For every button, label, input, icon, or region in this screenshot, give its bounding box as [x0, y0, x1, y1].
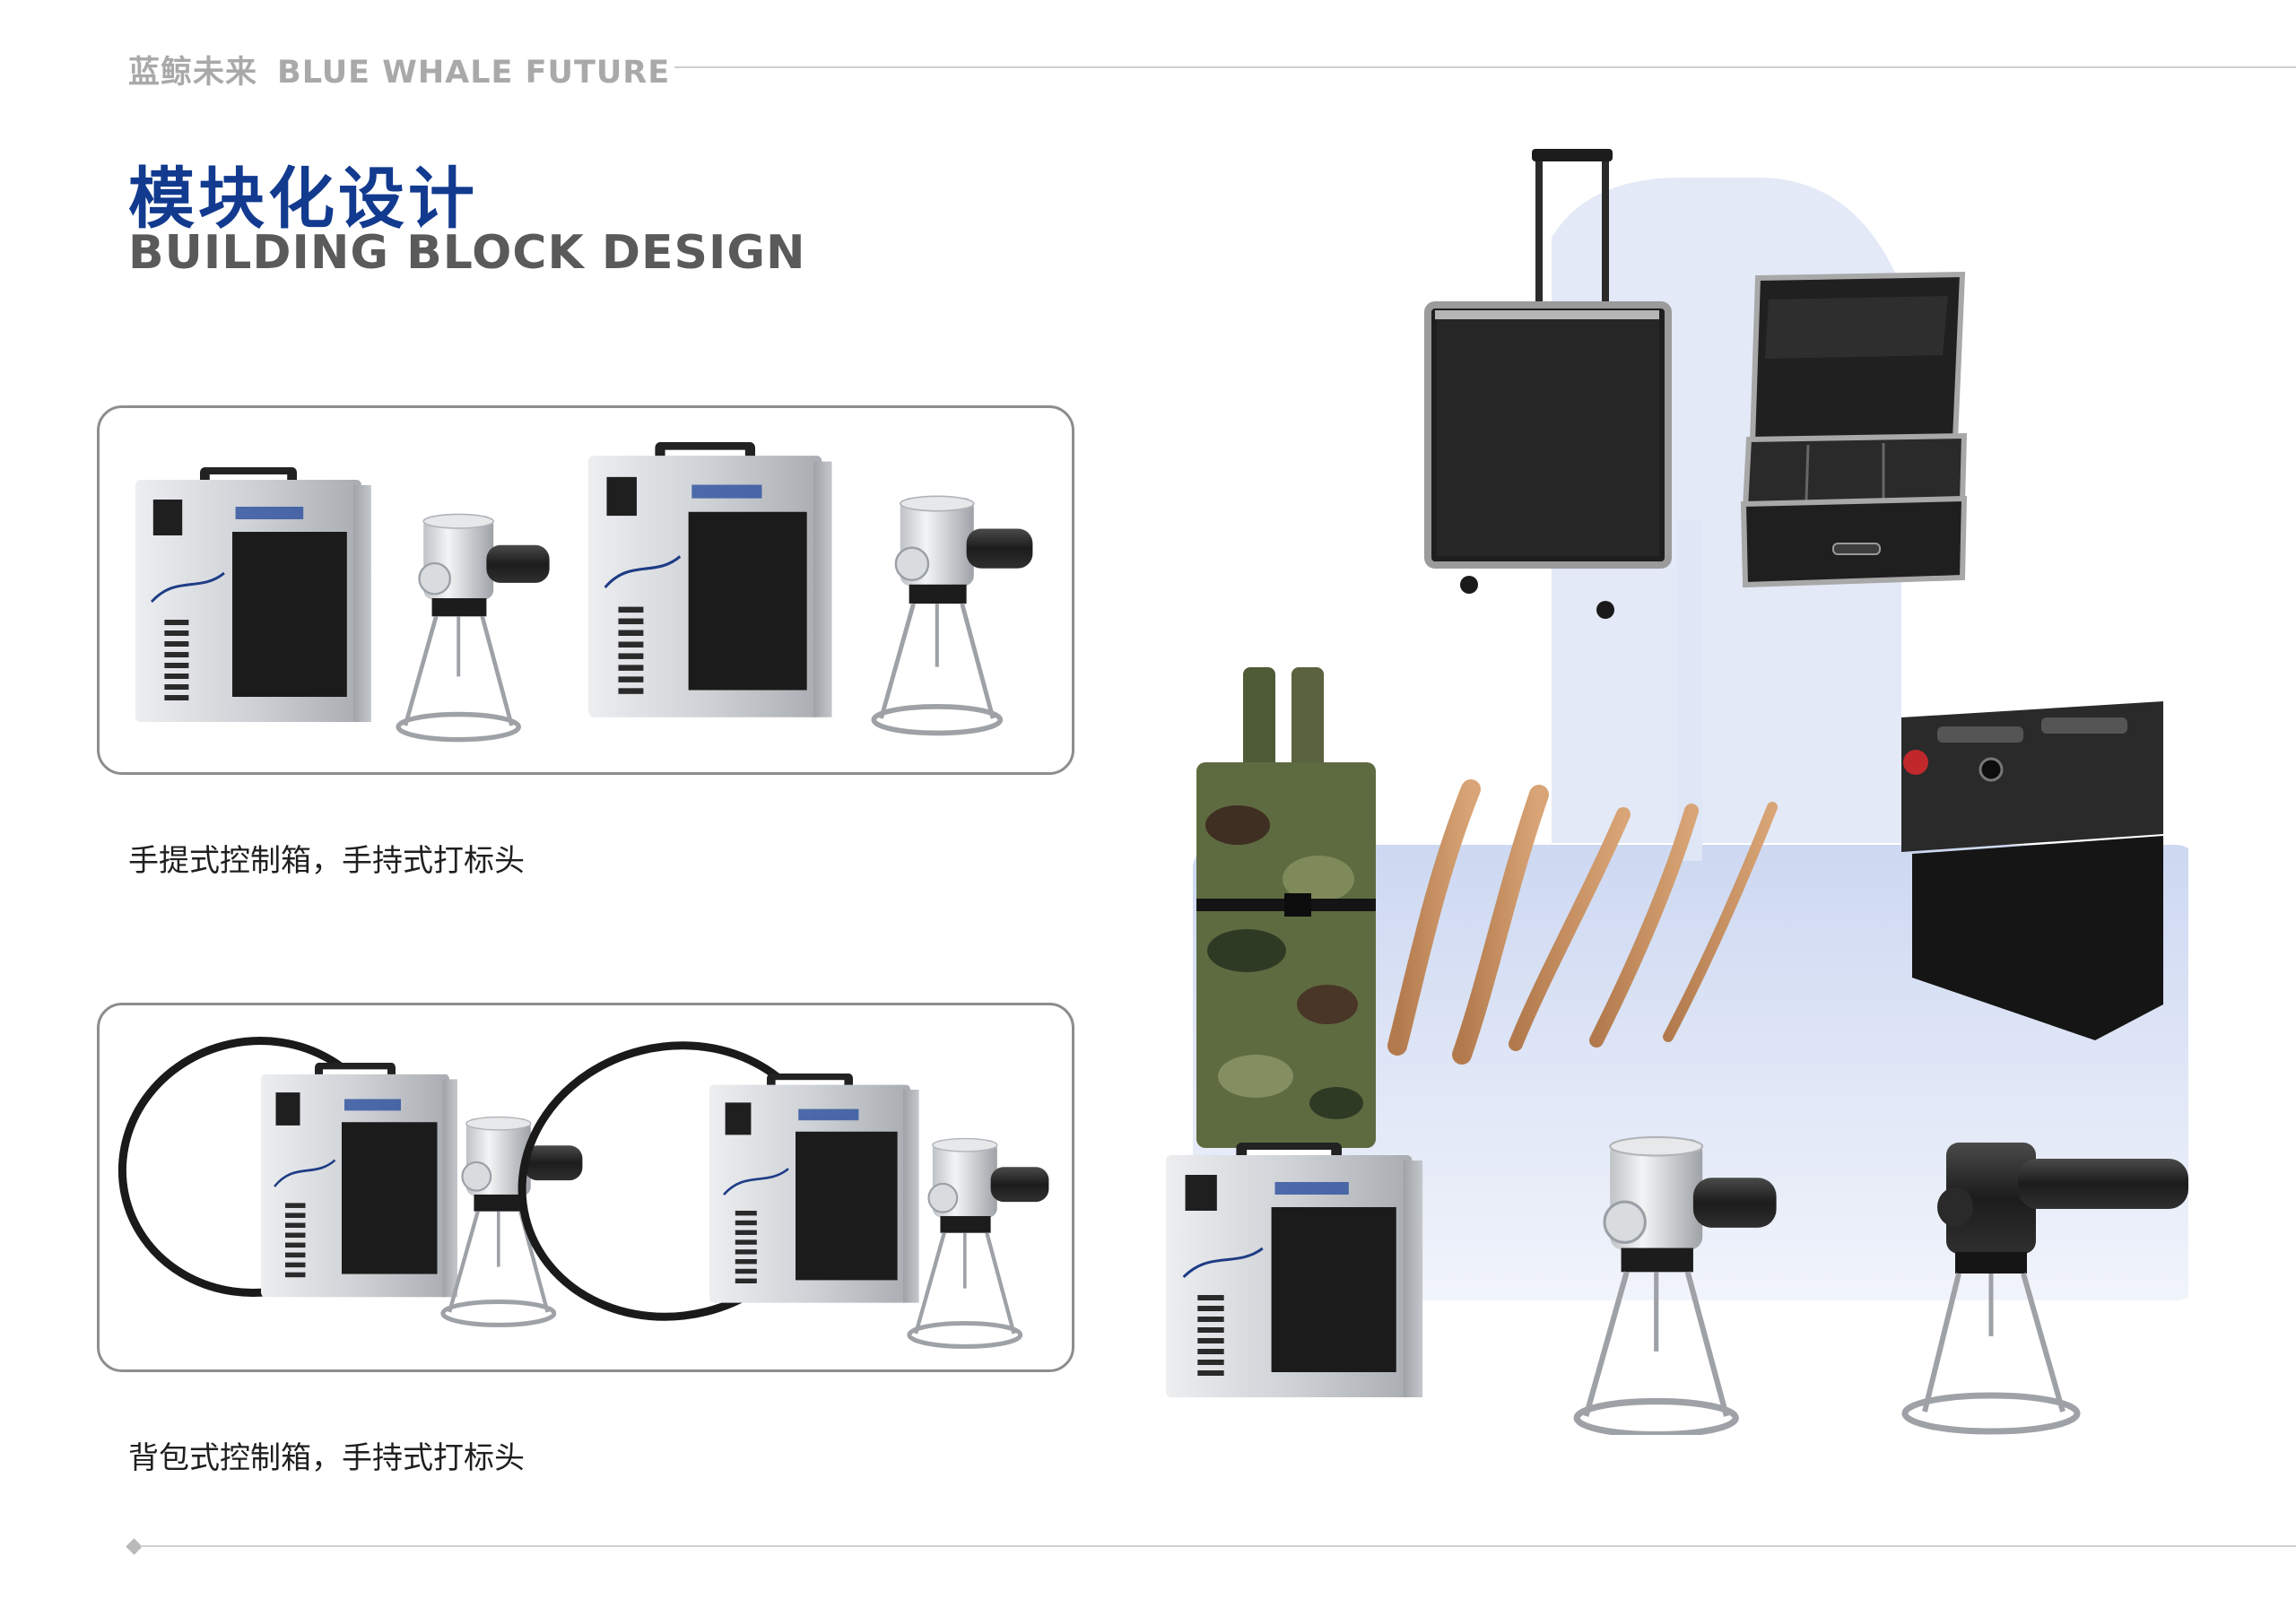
tool-case-icon [1740, 271, 1968, 588]
marking-head-icon [443, 1117, 583, 1326]
footer-divider [140, 1545, 2296, 1547]
marking-head-icon [909, 1139, 1049, 1347]
marking-head-icon [1901, 1143, 2188, 1435]
product-card-handheld [97, 405, 1074, 775]
brand-name-cn: 蓝鲸未来 [128, 55, 258, 91]
control-box-icon [1166, 1141, 1424, 1399]
control-box-icon [708, 1072, 920, 1304]
marking-head-icon [398, 514, 549, 739]
control-box-icon [134, 465, 373, 724]
camo-backpack-icon [1196, 667, 1376, 1148]
backpack-product-illustration [117, 1037, 1072, 1369]
handheld-product-illustration [134, 440, 1072, 772]
brand-header: 蓝鲸未来 BLUE WHALE FUTURE [128, 47, 670, 92]
module-components-illustration [1166, 149, 2188, 1435]
page-title-en: BUILDING BLOCK DESIGN [128, 226, 806, 280]
marking-head-icon [874, 496, 1032, 733]
product-card-backpack [97, 1003, 1074, 1372]
control-box-icon [587, 440, 834, 719]
caption-handheld: 手提式控制箱，手持式打标头 [128, 843, 525, 879]
caption-backpack: 背包式控制箱，手持式打标头 [128, 1440, 525, 1476]
header-divider [674, 66, 2296, 68]
brand-name-en: BLUE WHALE FUTURE [277, 55, 671, 91]
control-box-icon [259, 1061, 459, 1299]
page-title-cn: 模块化设计 [128, 161, 478, 238]
shoulder-straps-icon [1387, 779, 1778, 1065]
battery-box-icon [1901, 701, 2163, 1040]
trolley-case-icon [1424, 149, 1672, 619]
